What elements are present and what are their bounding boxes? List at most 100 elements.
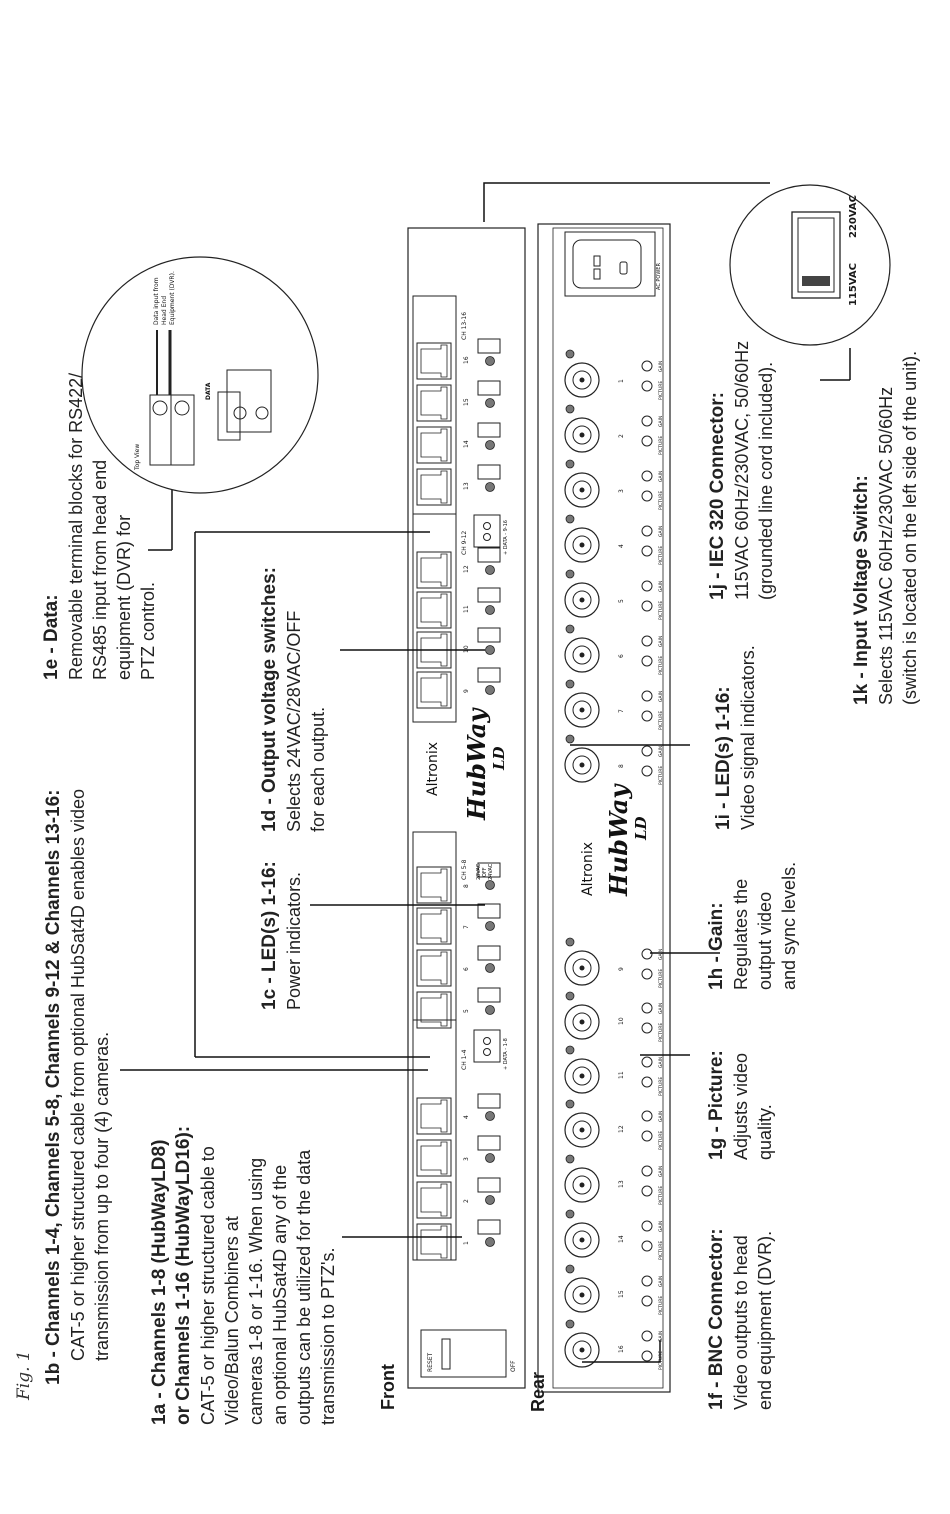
channel-number: 5 bbox=[463, 1009, 470, 1013]
loupe-note-line: Data input from bbox=[153, 277, 160, 325]
loupe-data: DATA bbox=[205, 382, 212, 400]
gain-label: GAIN bbox=[658, 691, 664, 702]
gain-label: GAIN bbox=[658, 1276, 664, 1287]
power-led bbox=[485, 398, 495, 408]
bnc-connector bbox=[564, 1112, 600, 1148]
channel-number: 11 bbox=[463, 605, 470, 613]
rear-channel-number: 15 bbox=[618, 1290, 625, 1298]
voltage-switch bbox=[477, 627, 501, 643]
group-label-ch9-12: CH 9-12 bbox=[461, 530, 468, 555]
signal-led bbox=[565, 937, 575, 947]
voltage-label-24vac: 24VAC bbox=[488, 863, 494, 880]
rj45-jack bbox=[416, 342, 452, 380]
power-led bbox=[485, 1005, 495, 1015]
picture-label: PICTURE bbox=[658, 491, 664, 510]
voltage-switch bbox=[477, 1135, 501, 1151]
rj45-jack bbox=[416, 1181, 452, 1219]
signal-led bbox=[565, 404, 575, 414]
loupe-note-line: Equipment (DVR). bbox=[169, 271, 176, 325]
rj45-jack bbox=[416, 1139, 452, 1177]
rear-channel-number: 2 bbox=[618, 434, 625, 438]
callout-1d: 1d - Output voltage switches: Selects 24… bbox=[258, 567, 330, 832]
rear-channel-number: 12 bbox=[618, 1125, 625, 1133]
channel-number: 7 bbox=[463, 925, 470, 929]
picture-label: PICTURE bbox=[658, 1023, 664, 1042]
gain-pot bbox=[641, 1002, 653, 1014]
leader-lines bbox=[120, 182, 851, 1363]
picture-pot bbox=[641, 1185, 653, 1197]
rj45-jack bbox=[416, 671, 452, 709]
gain-label: GAIN bbox=[658, 1331, 664, 1342]
picture-pot bbox=[641, 1240, 653, 1252]
gain-label: GAIN bbox=[658, 1111, 664, 1122]
rj45-jack bbox=[416, 384, 452, 422]
voltage-switch bbox=[477, 862, 501, 878]
ac-power-label: AC POWER bbox=[656, 263, 662, 290]
bnc-connector bbox=[564, 472, 600, 508]
callout-1d-line: Selects 24VAC/28VAC/OFF bbox=[284, 610, 304, 832]
channel-number: 4 bbox=[463, 1115, 470, 1119]
callout-1b-line: transmission from up to four (4) cameras… bbox=[92, 1031, 112, 1361]
callout-1d-line: for each output. bbox=[308, 706, 328, 832]
callout-1a-line: Video/Balun Combiners at bbox=[222, 1216, 242, 1425]
gain-pot bbox=[641, 745, 653, 757]
gain-pot bbox=[641, 1110, 653, 1122]
rear-channel-number: 10 bbox=[618, 1017, 625, 1025]
callout-1e-line: PTZ control. bbox=[138, 581, 158, 680]
gain-pot bbox=[641, 635, 653, 647]
power-led bbox=[485, 565, 495, 575]
channel-number: 13 bbox=[463, 482, 470, 490]
signal-led bbox=[565, 514, 575, 524]
power-led bbox=[485, 1195, 495, 1205]
gain-pot bbox=[641, 1165, 653, 1177]
callout-1j: 1j - IEC 320 Connector: 115VAC 60Hz/230V… bbox=[706, 341, 778, 600]
picture-label: PICTURE bbox=[658, 1077, 664, 1096]
picture-label: PICTURE bbox=[658, 1351, 664, 1370]
callout-1b: 1b - Channels 1-4, Channels 5-8, Channel… bbox=[42, 789, 114, 1385]
rear-channel-number: 5 bbox=[618, 599, 625, 603]
gain-pot bbox=[641, 360, 653, 372]
rj45-jack bbox=[416, 426, 452, 464]
voltage-switch bbox=[477, 587, 501, 603]
bnc-connector bbox=[564, 1004, 600, 1040]
channel-number: 10 bbox=[463, 645, 470, 653]
callout-1a-line: transmission to PTZ's. bbox=[318, 1247, 338, 1425]
voltage-switch bbox=[477, 547, 501, 563]
voltage-switch bbox=[477, 380, 501, 396]
bnc-connector bbox=[564, 1167, 600, 1203]
rear-channel-number: 7 bbox=[618, 709, 625, 713]
rear-channel-number: 3 bbox=[618, 489, 625, 493]
picture-label: PICTURE bbox=[658, 381, 664, 400]
signal-led bbox=[565, 1319, 575, 1329]
gain-label: GAIN bbox=[658, 949, 664, 960]
channel-number: 12 bbox=[463, 565, 470, 573]
callout-1b-title: 1b - Channels 1-4, Channels 5-8, Channel… bbox=[43, 789, 64, 1385]
gain-label: GAIN bbox=[658, 1221, 664, 1232]
callout-1j-line: 115VAC 60Hz/230VAC, 50/60Hz bbox=[732, 340, 752, 600]
callout-1k: 1k - Input Voltage Switch: Selects 115VA… bbox=[850, 351, 922, 705]
front-logo: HubWay bbox=[462, 708, 491, 820]
picture-label: PICTURE bbox=[658, 1296, 664, 1315]
voltage-switch bbox=[477, 338, 501, 354]
gain-pot bbox=[641, 1275, 653, 1287]
picture-label: PICTURE bbox=[658, 711, 664, 730]
switch-115vac-label: 115VAC bbox=[848, 262, 859, 306]
picture-label: PICTURE bbox=[658, 1241, 664, 1260]
callout-1e-line: RS485 input from head end bbox=[90, 459, 110, 680]
callout-1h: 1h - Gain: Regulates the output video an… bbox=[705, 862, 801, 990]
picture-pot bbox=[641, 710, 653, 722]
power-led bbox=[485, 1111, 495, 1121]
power-led bbox=[485, 685, 495, 695]
rear-channel-number: 6 bbox=[618, 654, 625, 658]
picture-label: PICTURE bbox=[658, 969, 664, 988]
gain-label: GAIN bbox=[658, 1057, 664, 1068]
signal-led bbox=[565, 624, 575, 634]
callout-1h-title: 1h - Gain: bbox=[706, 902, 727, 990]
rj45-jack bbox=[416, 468, 452, 506]
loupe-top-view: Top View bbox=[134, 443, 141, 470]
signal-led bbox=[565, 1264, 575, 1274]
rear-channel-number: 16 bbox=[618, 1345, 625, 1353]
callout-1f-line: Video outputs to head bbox=[731, 1235, 751, 1410]
